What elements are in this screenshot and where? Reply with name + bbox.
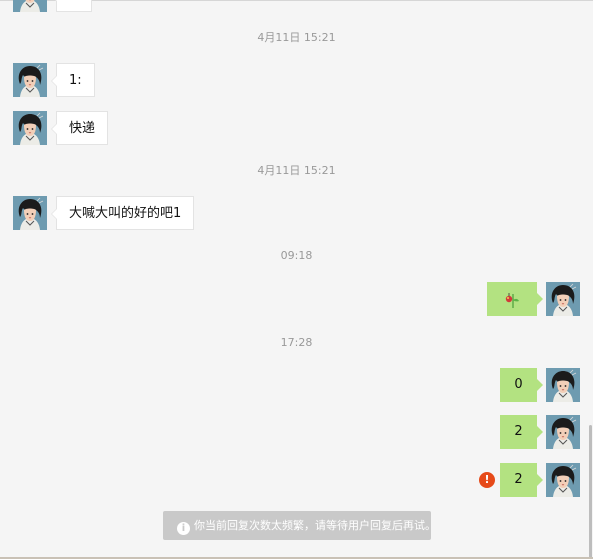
rate-limit-toast: i 你当前回复次数太频繁，请等待用户回复后再试。: [163, 511, 436, 540]
top-divider: [0, 0, 593, 1]
timestamp: 09:18: [280, 249, 313, 262]
message-outgoing: [413, 282, 580, 316]
message-bubble[interactable]: 2: [500, 415, 543, 449]
message-bubble[interactable]: [487, 282, 543, 316]
avatar[interactable]: [13, 63, 47, 97]
message-outgoing: 2: [413, 463, 580, 497]
send-failed-icon[interactable]: !: [479, 472, 495, 488]
avatar[interactable]: [546, 463, 580, 497]
message-incoming: 1:: [13, 63, 213, 97]
message-incoming: 快递: [13, 111, 213, 145]
message-outgoing: 0: [413, 368, 580, 402]
info-icon: i: [177, 522, 190, 535]
timestamp: 4月11日 15:21: [257, 31, 336, 44]
avatar[interactable]: [546, 368, 580, 402]
toast-text: 你当前回复次数太频繁，请等待用户回复后再试。: [194, 519, 436, 532]
bottom-divider: [0, 557, 593, 559]
avatar[interactable]: [546, 415, 580, 449]
avatar[interactable]: [546, 282, 580, 316]
message-outgoing: 2: [413, 415, 580, 449]
message-bubble[interactable]: [51, 0, 92, 12]
avatar[interactable]: [13, 0, 47, 12]
avatar[interactable]: [13, 111, 47, 145]
message-bubble[interactable]: 2: [500, 463, 543, 497]
message-incoming: 大喊大叫的好的吧1: [13, 196, 273, 230]
scrollbar[interactable]: [589, 425, 592, 559]
message-bubble[interactable]: 快递: [50, 111, 109, 145]
message-bubble[interactable]: 0: [500, 368, 543, 402]
timestamp: 17:28: [280, 336, 313, 349]
flower-sticker-icon: [505, 292, 519, 308]
message-bubble[interactable]: 大喊大叫的好的吧1: [50, 196, 195, 230]
timestamp: 4月11日 15:21: [257, 164, 336, 177]
avatar[interactable]: [13, 196, 47, 230]
message-incoming: [13, 0, 133, 12]
message-bubble[interactable]: 1:: [51, 63, 95, 97]
